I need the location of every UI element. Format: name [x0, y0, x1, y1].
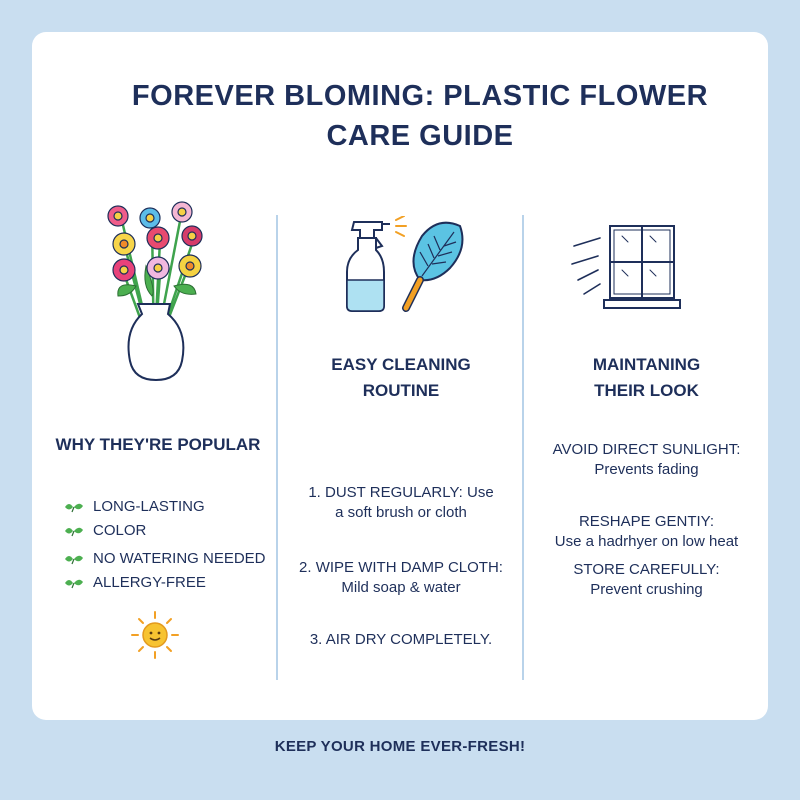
step-1-text: a soft brush or cloth	[335, 504, 467, 521]
cleaning-heading: EASY CLEANING ROUTINE	[279, 352, 523, 404]
list-item-label: NO WATERING NEEDED	[93, 550, 266, 567]
tip-2-text: Use a hadrhyer on low heat	[554, 533, 739, 550]
cleaning-step-3: 3. AIR DRY COMPLETELY.	[309, 631, 493, 648]
maintaining-heading: MAINTANING THEIR LOOK	[525, 352, 768, 404]
tip-2-title: RESHAPE GENTIY:	[578, 513, 715, 530]
tip-3-title: STORE CAREFULLY:	[573, 561, 720, 578]
maintaining-heading-line-1: MAINTANING	[592, 355, 701, 374]
leaf-check-icon	[65, 555, 83, 564]
title-line-2: CARE GUIDE	[326, 120, 514, 152]
list-item: NO WATERING NEEDED	[64, 547, 266, 570]
maintaining-tip-3: STORE CAREFULLY: Prevent crushing	[525, 560, 768, 600]
cleaning-heading-line-1: EASY CLEANING	[331, 355, 471, 374]
cleaning-step-2: 2. WIPE WITH DAMP CLOTH: Mild soap & wat…	[279, 558, 523, 598]
footer-tagline: KEEP YOUR HOME EVER-FRESH!	[274, 738, 526, 755]
tip-1-title: AVOID DIRECT SUNLIGHT:	[552, 441, 741, 458]
flower-vase-icon	[107, 201, 203, 382]
list-item: LONG-LASTING	[64, 495, 266, 518]
column-divider-left	[276, 215, 278, 680]
step-2-text: Mild soap & water	[341, 579, 461, 596]
feather-duster-icon	[402, 221, 464, 312]
cleaning-heading-line-2: ROUTINE	[362, 381, 440, 400]
maintaining-heading-line-2: THEIR LOOK	[594, 381, 699, 400]
list-item-label: ALLERGY-FREE	[93, 574, 206, 591]
popular-heading: WHY THEY'RE POPULAR	[55, 435, 261, 454]
maintaining-tip-2: RESHAPE GENTIY: Use a hadrhyer on low he…	[525, 512, 768, 552]
spray-bottle-icon	[346, 216, 407, 312]
leaf-check-icon	[65, 503, 83, 512]
cleaning-step-1: 1. DUST REGULARLY: Use a soft brush or c…	[279, 483, 523, 523]
page-title: FOREVER BLOMING: PLASTIC FLOWER CARE GUI…	[110, 76, 730, 156]
list-item: ALLERGY-FREE	[64, 571, 266, 594]
sun-icon	[131, 611, 179, 659]
title-line-1: FOREVER BLOMING: PLASTIC FLOWER	[131, 80, 709, 112]
popular-list: LONG-LASTING COLOR NO WATERING NEEDED AL…	[64, 495, 266, 595]
step-1-title: 1. DUST REGULARLY: Use	[308, 484, 494, 501]
maintaining-tip-1: AVOID DIRECT SUNLIGHT: Prevents fading	[525, 440, 768, 480]
leaf-check-icon	[65, 579, 83, 588]
leaf-check-icon	[65, 527, 83, 536]
window-sunlight-icon	[571, 225, 681, 309]
list-item: COLOR	[64, 519, 266, 542]
tip-1-text: Prevents fading	[594, 461, 699, 478]
tip-3-text: Prevent crushing	[590, 581, 703, 598]
list-item-label: LONG-LASTING	[93, 498, 205, 515]
column-divider-right	[522, 215, 524, 680]
list-item-label: COLOR	[93, 522, 147, 539]
step-2-title: 2. WIPE WITH DAMP CLOTH:	[299, 559, 503, 576]
